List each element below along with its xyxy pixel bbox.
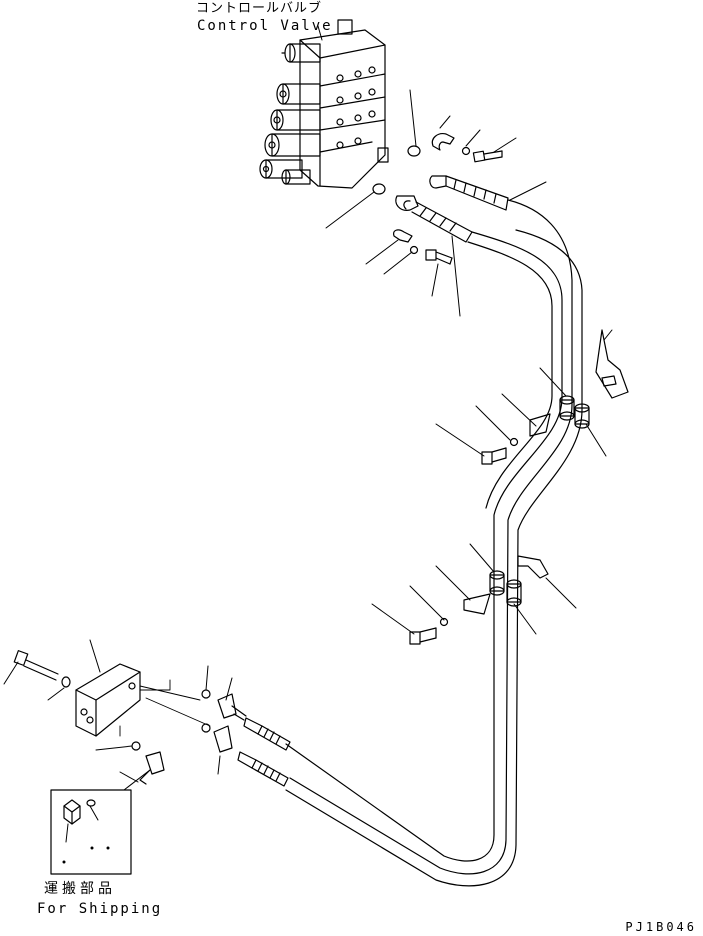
- o-ring-lower: [372, 183, 386, 195]
- drawing-reference: PJ1B046: [625, 920, 697, 934]
- washer-lower: [409, 245, 419, 255]
- bolt-lower: [425, 249, 453, 265]
- split-flange-lower: [393, 229, 413, 243]
- bolt-block: [13, 650, 59, 681]
- bolt-mid-2: [409, 627, 437, 645]
- shipping-parts-box: [50, 789, 132, 875]
- bracket-plate-mid-1: [529, 413, 551, 437]
- mounting-block: [75, 663, 141, 737]
- hose-clamp-upper-1: [559, 395, 575, 421]
- hose-fitting-lower: [395, 195, 473, 243]
- shipping-nut: [63, 799, 81, 825]
- hose-clamp-lower-2: [506, 579, 522, 607]
- shipping-o-ring: [86, 799, 96, 807]
- hose-end-fitting-lower: [237, 751, 289, 787]
- bracket-clip-right: [595, 329, 629, 399]
- assembly-guide-lines: [119, 679, 211, 737]
- for-shipping-label-jp: 運搬部品: [44, 881, 116, 897]
- shipping-dots: [62, 846, 110, 864]
- for-shipping-label-en: For Shipping: [37, 901, 163, 917]
- control-valve-label-jp: コントロールバルブ: [196, 1, 323, 16]
- bolt-mid-1: [481, 447, 507, 465]
- hose-line-a: [285, 199, 583, 887]
- split-flange-upper: [431, 133, 455, 151]
- control-valve-label-en: Control Valve: [197, 18, 333, 34]
- hose-clamp-lower-1: [489, 570, 505, 596]
- leader-lines: [3, 25, 613, 843]
- o-ring-upper: [407, 145, 421, 157]
- washer-mid-1: [509, 437, 519, 447]
- elbow-adapter-shipping: [139, 751, 165, 785]
- washer-mid-2: [439, 617, 449, 627]
- bracket-plate-mid-2: [463, 593, 491, 615]
- elbow-adapter-lower: [213, 725, 233, 753]
- hose-end-fitting-upper: [243, 717, 291, 751]
- washer-block: [61, 676, 71, 688]
- hose-fitting-upper: [429, 175, 509, 211]
- bracket-clip-lower: [517, 555, 549, 579]
- hose-clamp-upper-2: [574, 403, 590, 429]
- hose-line-b: [285, 231, 563, 862]
- elbow-adapter-upper: [217, 693, 247, 721]
- control-valve-spools: [259, 43, 321, 185]
- washer-upper: [461, 146, 471, 156]
- block-o-rings: [131, 689, 211, 751]
- bolt-upper: [472, 150, 503, 163]
